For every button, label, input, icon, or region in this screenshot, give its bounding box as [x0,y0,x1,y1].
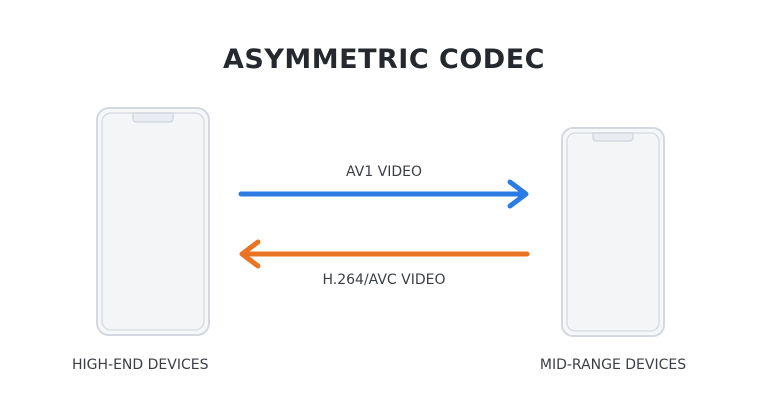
h264-arrow-label: H.264/AVC VIDEO [322,272,446,288]
diagram-title: ASYMMETRIC CODEC [223,44,545,75]
high-end-devices-label: HIGH-END DEVICES [72,357,209,373]
mid-range-devices-label: MID-RANGE DEVICES [539,357,687,373]
right-phone-icon [561,127,665,337]
av1-arrow [238,179,529,209]
left-phone-icon [96,107,210,336]
av1-arrow-label: AV1 VIDEO [346,164,422,180]
h264-arrow [239,239,530,269]
